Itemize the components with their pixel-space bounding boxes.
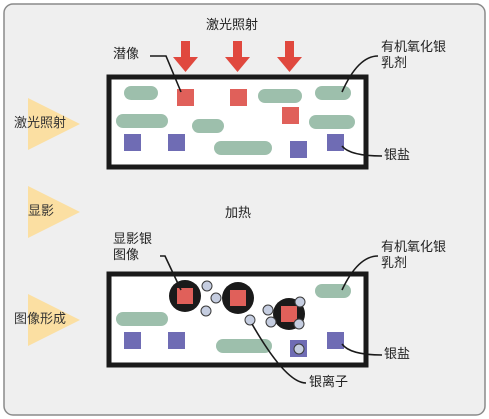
silver-salt (124, 134, 141, 151)
silver-salt (168, 134, 185, 151)
silver-salt (290, 141, 307, 158)
silver-ion (265, 316, 277, 328)
emulsion-label-bottom: 有机氧化银 乳剂 (381, 240, 446, 272)
silver-ion (262, 304, 274, 316)
leader-line (341, 343, 383, 356)
leader-line (160, 255, 182, 291)
emulsion-particle (309, 115, 355, 129)
step-chevron-icon-2 (28, 186, 80, 238)
emulsion-particle (124, 86, 158, 100)
emulsion-particle (116, 114, 168, 128)
silver-salt-label-top: 银盐 (384, 148, 411, 163)
top-film (106, 74, 369, 170)
silver-ion (201, 280, 213, 292)
emulsion-particle (315, 86, 351, 100)
emulsion-particle (315, 284, 351, 298)
developed-silver-grain (169, 280, 201, 312)
leader-line (341, 255, 379, 291)
leader-line (341, 145, 383, 157)
latent-grain (230, 89, 247, 106)
latent-grain (282, 107, 299, 124)
emulsion-particle (214, 141, 272, 155)
bottom-film (106, 271, 369, 368)
emulsion-label-top: 有机氧化银 乳剂 (381, 40, 446, 72)
step-label-develop: 显影 (28, 204, 55, 219)
emulsion-particle (258, 89, 302, 103)
step-label-image: 图像形成 (14, 312, 67, 327)
silver-ion (293, 318, 305, 330)
silver-ion (293, 343, 305, 355)
emulsion-particle (116, 312, 168, 326)
leader-line (251, 323, 307, 384)
emulsion-particle (216, 339, 272, 353)
emulsion-particle (192, 119, 224, 133)
silver-salt (327, 134, 344, 151)
leader-line (150, 55, 182, 93)
silver-ion (200, 305, 212, 317)
step-label-laser: 激光照射 (14, 116, 67, 131)
latent-image-label: 潜像 (113, 47, 140, 62)
silver-salt (168, 332, 185, 349)
silver-salt (327, 332, 344, 349)
developed-silver-label: 显影银 图像 (113, 232, 152, 264)
silver-ion (294, 296, 306, 308)
step-chevron-icon-1 (28, 98, 80, 150)
laser-arrow-icon (277, 41, 302, 72)
latent-grain (177, 89, 194, 106)
leader-line (341, 55, 379, 93)
laser-arrow-icon (173, 41, 198, 72)
silver-ion (244, 314, 256, 326)
emulsion-label-bottom-text: 有机氧化银 乳剂 (381, 240, 447, 271)
developed-silver-label-text: 显影银 图像 (113, 232, 153, 263)
developed-silver-grain (222, 282, 254, 314)
silver-ion-label: 银离子 (309, 375, 349, 390)
step-chevron-icon-3 (28, 294, 80, 346)
emulsion-label-top-text: 有机氧化银 乳剂 (381, 40, 447, 71)
silver-salt (124, 332, 141, 349)
laser-label: 激光照射 (206, 18, 259, 33)
silver-salt-label-bottom: 银盐 (384, 347, 411, 362)
laser-arrow-icon (225, 41, 250, 72)
silver-ion (210, 292, 222, 304)
heat-label: 加热 (225, 206, 252, 221)
